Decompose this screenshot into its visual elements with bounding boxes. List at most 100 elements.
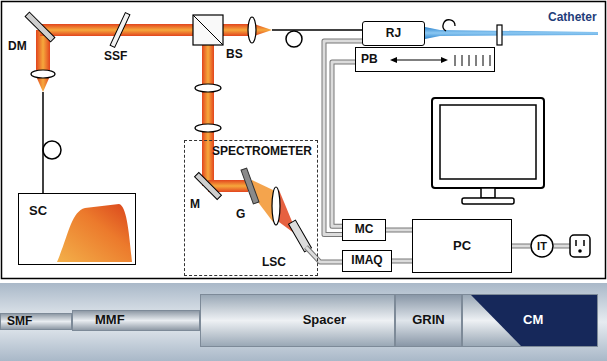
cable-core <box>392 260 412 263</box>
fiber-coil <box>43 141 61 159</box>
catheter <box>425 27 598 39</box>
label-holder: BS <box>226 48 243 62</box>
label-holder: DM <box>8 40 27 54</box>
part-label: SSF <box>104 50 127 64</box>
monitor-base <box>462 198 514 204</box>
cable-connector <box>324 41 362 234</box>
part-label: LSC <box>262 256 286 270</box>
lens <box>248 17 256 43</box>
component-box: MMF <box>72 310 200 331</box>
source-fiber <box>42 92 44 193</box>
cable-core <box>324 41 362 234</box>
part-name: GRIN <box>412 313 445 328</box>
part-label: G <box>236 208 245 222</box>
cable <box>554 244 570 249</box>
grating-plate <box>241 168 259 204</box>
beam-cone <box>254 24 272 36</box>
part-name: CM <box>523 313 543 328</box>
outlet-slot <box>583 240 585 246</box>
catheter-clip <box>497 25 502 45</box>
cable <box>306 247 342 262</box>
label-holder: Catheter <box>548 11 597 25</box>
power-outlet <box>570 235 590 257</box>
spectrum-shape <box>57 204 132 262</box>
grating <box>241 168 259 204</box>
component-box: PC <box>412 219 512 273</box>
sample-fiber <box>272 29 362 31</box>
fold-mirror <box>195 173 222 200</box>
circle-outline <box>531 235 553 257</box>
filter-plate <box>110 13 130 48</box>
cable-connector <box>512 246 530 247</box>
part-name: MMF <box>95 313 125 328</box>
splitter-diagonal <box>193 15 223 45</box>
cable-core <box>386 229 412 232</box>
part-name: IT <box>537 240 547 253</box>
cable-outline <box>324 41 362 234</box>
part-label: Catheter <box>548 11 597 25</box>
tick <box>469 55 470 66</box>
cable-outline <box>386 228 412 233</box>
part-name: SMF <box>7 315 32 329</box>
group-box: SPECTROMETER <box>184 140 318 276</box>
tick <box>462 55 463 66</box>
component-box: MC <box>342 219 386 241</box>
label-holder: M <box>190 198 200 212</box>
label-holder: LSC <box>262 256 286 270</box>
part-name: SPECTROMETER <box>212 145 312 159</box>
part-name: Spacer <box>303 313 346 328</box>
monitor-stand <box>481 188 495 198</box>
pullback-arrow <box>394 59 444 60</box>
component-box: RJ <box>362 21 425 46</box>
outlet-ground <box>578 249 582 253</box>
tick <box>476 55 477 66</box>
part-name: PC <box>453 239 471 254</box>
monitor <box>432 98 544 188</box>
tick <box>483 55 484 66</box>
part-label: DM <box>8 40 27 54</box>
cable-outline <box>332 62 355 226</box>
tick <box>490 55 491 66</box>
cable-connector <box>332 62 355 226</box>
component-box: GRIN <box>395 294 462 347</box>
mirror-plate <box>25 12 55 42</box>
fiber-coil <box>286 31 302 47</box>
lens <box>272 187 280 225</box>
component-box: CM <box>462 294 598 347</box>
cable-connector <box>386 230 412 231</box>
terminal-circle: IT <box>530 234 554 258</box>
panel-frame <box>2 2 606 279</box>
mirror-plate <box>195 173 222 200</box>
part-name: IMAQ <box>351 254 382 268</box>
arrow-head <box>390 57 397 63</box>
part-label: BS <box>226 48 243 62</box>
component-box: SMF <box>0 313 72 330</box>
outlet-slot <box>575 240 577 246</box>
component-box: SC <box>18 193 136 265</box>
cable-core <box>332 62 355 226</box>
component-box: PB <box>355 47 495 72</box>
part-name: SC <box>29 204 47 219</box>
cable-core <box>512 245 530 248</box>
part-label: M <box>190 198 200 212</box>
cable-outline <box>512 244 530 249</box>
lens <box>195 124 221 132</box>
cable-connector <box>392 261 412 262</box>
label-holder: G <box>236 208 245 222</box>
tick <box>455 55 456 66</box>
beam-splitter-cube <box>193 15 223 45</box>
part-name: MC <box>355 223 374 237</box>
component-box: IMAQ <box>342 250 392 272</box>
monitor-screen <box>440 105 536 179</box>
lens <box>195 84 221 92</box>
beam <box>202 45 214 186</box>
label-holder: SSF <box>104 50 127 64</box>
cable-core <box>554 245 570 248</box>
spectral-filter <box>110 13 130 48</box>
scale-ticks <box>455 55 490 66</box>
dichroic-mirror <box>25 12 55 42</box>
catheter-hook <box>443 20 455 31</box>
cable-outline <box>392 259 412 264</box>
